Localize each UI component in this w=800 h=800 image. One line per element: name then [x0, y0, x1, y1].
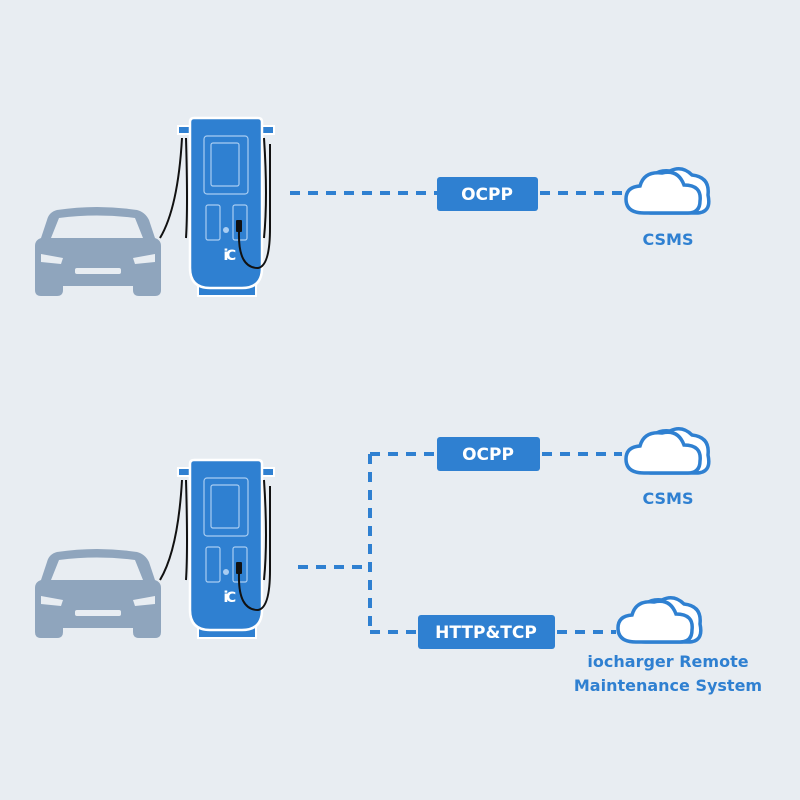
protocol-badge-ocpp: OCPP [437, 177, 538, 211]
protocol-badge-ocpp: OCPP [437, 437, 540, 471]
ev-charger-icon [158, 458, 276, 640]
svg-text:OCPP: OCPP [461, 185, 513, 205]
cloud-icon [616, 596, 703, 644]
protocol-badge-http-tcp: HTTP&TCP [418, 615, 555, 649]
ev-charger-icon [158, 116, 276, 298]
car-icon [35, 549, 161, 638]
remote-maintenance-label-line1: iocharger Remote [587, 652, 748, 671]
csms-label: CSMS [642, 489, 693, 508]
cloud-icon [624, 167, 711, 215]
remote-maintenance-label-line2: Maintenance System [574, 676, 762, 695]
connection-line [298, 452, 437, 634]
svg-text:HTTP&TCP: HTTP&TCP [435, 623, 537, 643]
cloud-icon [624, 427, 711, 475]
csms-label: CSMS [642, 230, 693, 249]
svg-text:OCPP: OCPP [462, 445, 514, 465]
car-icon [35, 207, 161, 296]
